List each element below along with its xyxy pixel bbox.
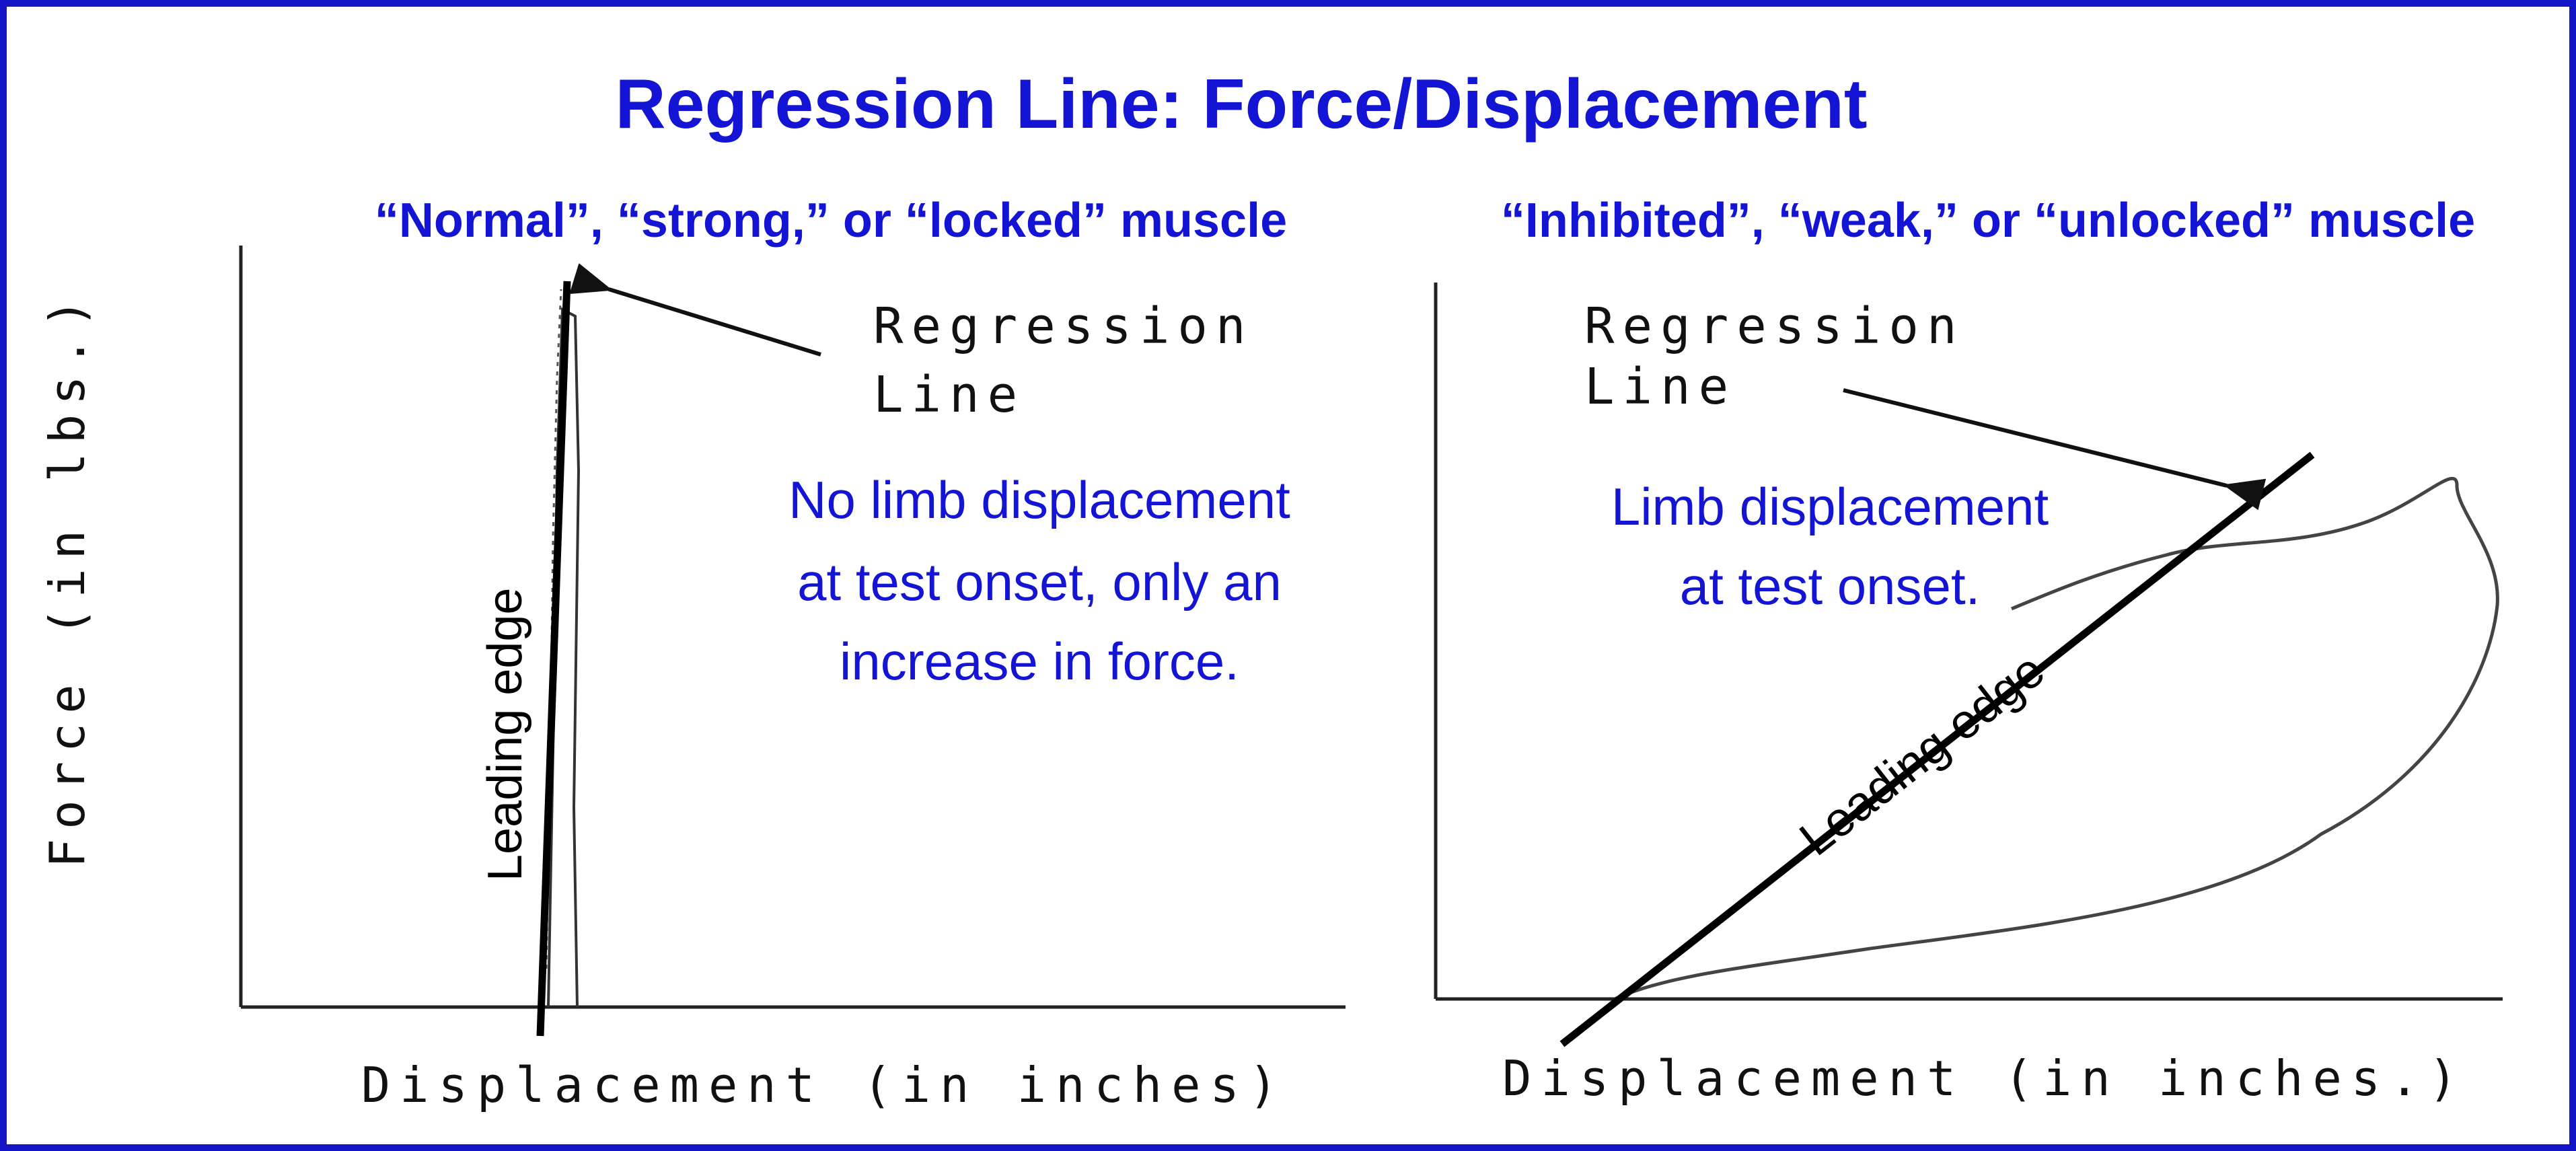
left-regression-arrow xyxy=(569,263,821,357)
right-regression-label-2: Line xyxy=(1584,358,1736,416)
left-subtitle: “Normal”, “strong,” or “locked” muscle xyxy=(375,194,1287,248)
left-panel: “Normal”, “strong,” or “locked” muscle R… xyxy=(239,194,1346,1113)
left-note-3: increase in force. xyxy=(840,632,1239,691)
left-note-1: No limb displacement xyxy=(788,470,1290,529)
right-regression-line xyxy=(1559,451,2315,1047)
right-leading-edge-label: Leading edge xyxy=(1790,643,2055,866)
diagram-title: Regression Line: Force/Displacement xyxy=(616,65,1868,143)
y-axis-label: Force (in lbs.) xyxy=(39,289,96,868)
right-force-curve xyxy=(1613,476,2499,1001)
right-regression-arrow xyxy=(1843,388,2267,511)
right-note-2: at test onset. xyxy=(1680,556,1981,616)
right-subtitle: “Inhibited”, “weak,” or “unlocked” muscl… xyxy=(1501,194,2475,248)
right-regression-label-1: Regression xyxy=(1584,297,1965,355)
left-note-2: at test onset, only an xyxy=(797,552,1282,611)
left-leading-edge-label: Leading edge xyxy=(478,588,532,881)
left-regression-line xyxy=(536,281,571,1037)
left-regression-label-1: Regression xyxy=(873,297,1254,355)
left-regression-label-2: Line xyxy=(873,366,1025,424)
right-x-axis-label: Displacement (in inches.) xyxy=(1502,1050,2467,1107)
right-note-1: Limb displacement xyxy=(1611,477,2049,536)
left-x-axis-label: Displacement (in inches) xyxy=(361,1057,1287,1113)
right-panel: “Inhibited”, “weak,” or “unlocked” muscl… xyxy=(1434,194,2503,1107)
